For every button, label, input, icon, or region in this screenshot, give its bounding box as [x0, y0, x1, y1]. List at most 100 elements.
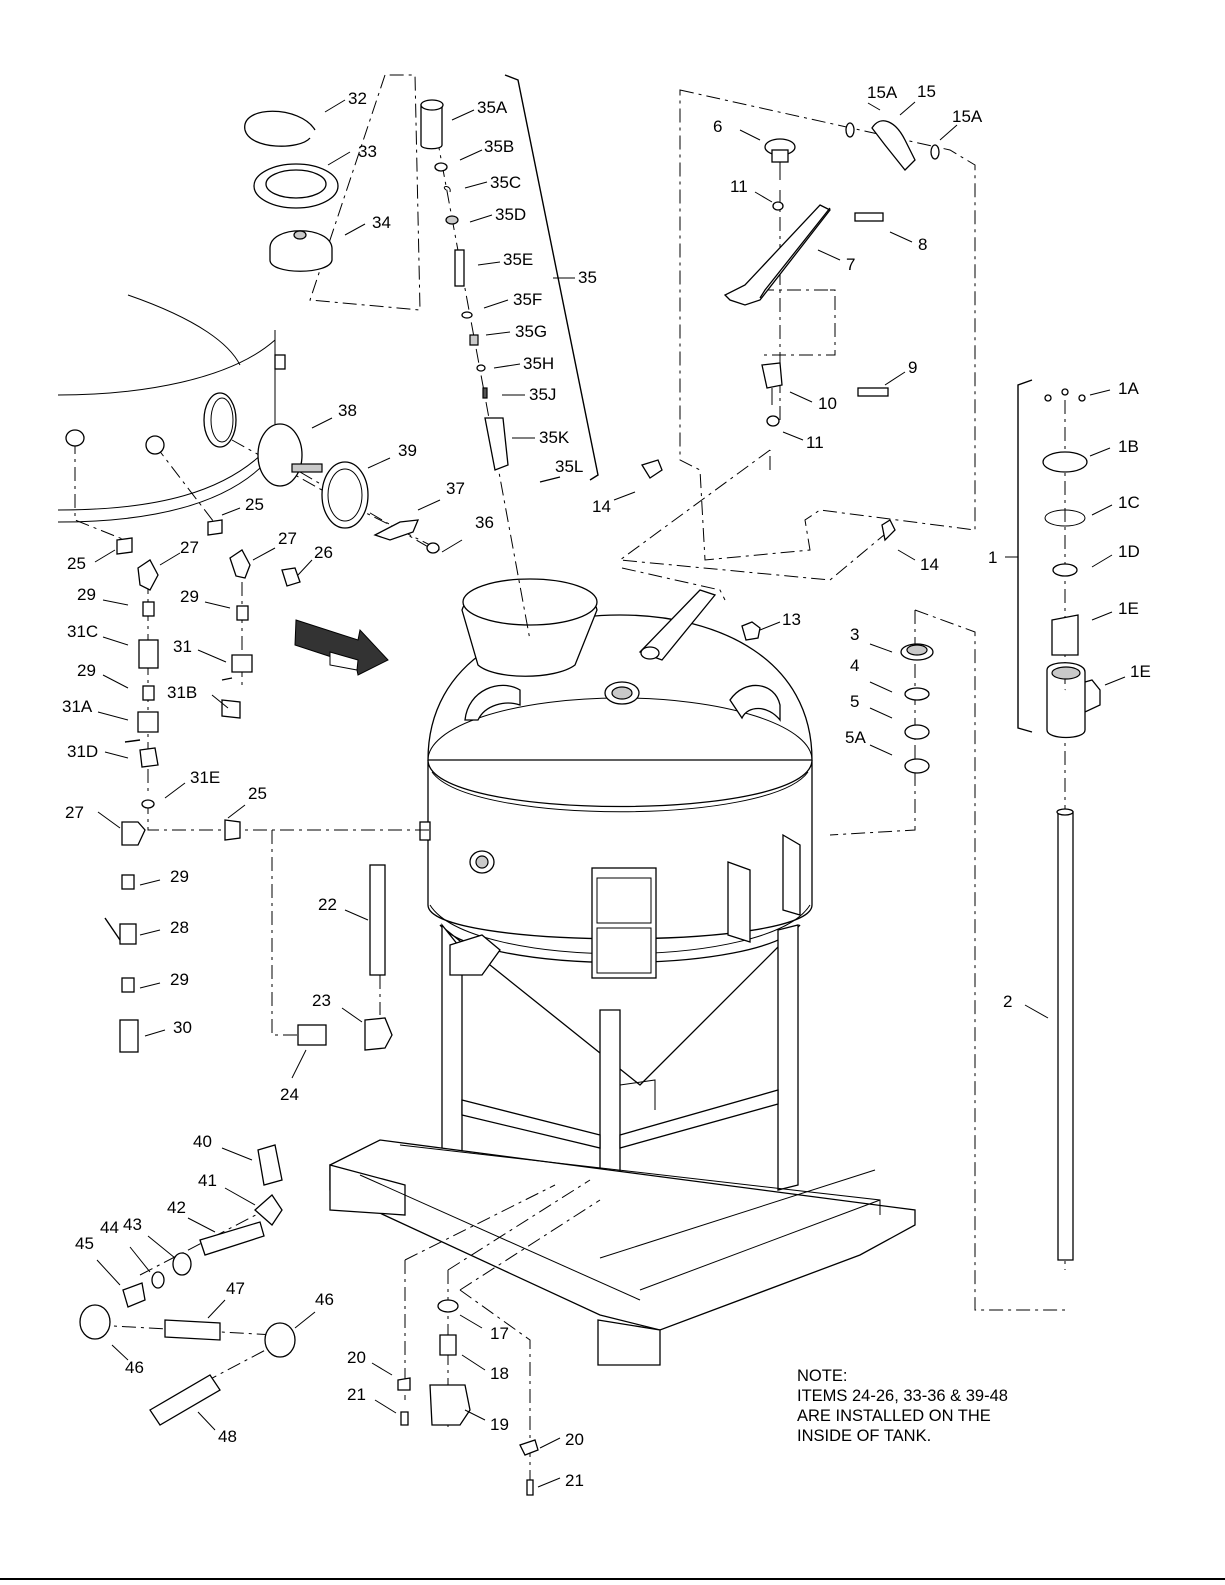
part-28-30 — [104, 874, 139, 1053]
callout-14-right: 14 — [920, 555, 939, 574]
callout-35E: 35E — [503, 250, 533, 269]
callout-40: 40 — [193, 1132, 212, 1151]
tank-body — [419, 578, 813, 1110]
callout-29-d: 29 — [170, 867, 189, 886]
callout-35F: 35F — [513, 290, 542, 309]
callout-1D: 1D — [1118, 542, 1140, 561]
callout-1E-lower: 1E — [1130, 662, 1151, 681]
callout-30: 30 — [173, 1018, 192, 1037]
callout-29-a: 29 — [77, 585, 96, 604]
callout-25-a: 25 — [245, 495, 264, 514]
callout-36: 36 — [475, 513, 494, 532]
callout-35L: 35L — [555, 457, 583, 476]
part-34-disk — [269, 230, 333, 272]
part-15-handle — [845, 120, 940, 171]
callout-8: 8 — [918, 235, 927, 254]
callout-21-left: 21 — [347, 1385, 366, 1404]
tank-stand — [329, 923, 916, 1366]
part-14-pins — [641, 459, 896, 542]
note-line: ITEMS 24-26, 33-36 & 39-48 — [797, 1387, 1008, 1405]
callout-35D: 35D — [495, 205, 526, 224]
installation-note: NOTE: ITEMS 24-26, 33-36 & 39-48 ARE INS… — [797, 1366, 1057, 1446]
callout-28: 28 — [170, 918, 189, 937]
callout-44: 44 — [100, 1218, 119, 1237]
callout-1A: 1A — [1118, 379, 1139, 398]
callout-22: 22 — [318, 895, 337, 914]
callout-35C: 35C — [490, 173, 521, 192]
callout-46-left: 46 — [125, 1358, 144, 1377]
part-10-clevis — [761, 362, 783, 405]
callout-31: 31 — [173, 637, 192, 656]
callout-31A: 31A — [62, 697, 93, 716]
part-2-pipe — [1056, 808, 1074, 1261]
callout-13: 13 — [782, 610, 801, 629]
callout-29-b: 29 — [180, 587, 199, 606]
callout-4: 4 — [850, 656, 859, 675]
part-9-pin — [857, 387, 889, 397]
callout-35K: 35K — [539, 428, 570, 447]
note-line: INSIDE OF TANK. — [797, 1427, 932, 1445]
page-bottom-rule — [0, 1578, 1225, 1580]
callout-26: 26 — [314, 543, 333, 562]
callout-31B: 31B — [167, 683, 197, 702]
tank-detail-view — [57, 294, 286, 523]
callout-38: 38 — [338, 401, 357, 420]
callout-6: 6 — [713, 117, 722, 136]
callout-27-a: 27 — [180, 538, 199, 557]
callout-34: 34 — [372, 213, 391, 232]
part-11-nuts — [766, 201, 784, 427]
callout-1: 1 — [988, 548, 997, 567]
callout-39: 39 — [398, 441, 417, 460]
callout-1B: 1B — [1118, 437, 1139, 456]
callout-18: 18 — [490, 1364, 509, 1383]
note-line: ARE INSTALLED ON THE — [797, 1407, 991, 1425]
callout-23: 23 — [312, 991, 331, 1010]
callout-27-c: 27 — [65, 803, 84, 822]
callout-15A-right: 15A — [952, 107, 983, 126]
part-25-27-horizontal — [121, 819, 241, 846]
callout-29-c: 29 — [77, 661, 96, 680]
callout-45: 45 — [75, 1234, 94, 1253]
callout-19: 19 — [490, 1415, 509, 1434]
callout-5A: 5A — [845, 728, 866, 747]
callout-35G: 35G — [515, 322, 547, 341]
part-1-assembly — [1042, 388, 1101, 739]
callout-48: 48 — [218, 1427, 237, 1446]
part-8-pin — [854, 212, 884, 222]
part-22-24 — [297, 864, 393, 1051]
callout-35B: 35B — [484, 137, 514, 156]
callout-15: 15 — [917, 82, 936, 101]
part-38-39-plates — [257, 423, 369, 529]
callout-11-top: 11 — [730, 177, 748, 196]
callout-32: 32 — [348, 89, 367, 108]
part-32-ring — [244, 110, 316, 147]
callout-15A-left: 15A — [867, 83, 898, 102]
callout-27-b: 27 — [278, 529, 297, 548]
callout-46-right: 46 — [315, 1290, 334, 1309]
callout-3: 3 — [850, 625, 859, 644]
note-heading: NOTE: — [797, 1367, 848, 1385]
callout-7: 7 — [846, 255, 855, 274]
callout-35J: 35J — [529, 385, 556, 404]
part-29-31-valves — [124, 601, 253, 809]
part-40-48-fittings — [79, 1144, 296, 1426]
callout-35H: 35H — [523, 354, 554, 373]
callout-5: 5 — [850, 692, 859, 711]
callout-1C: 1C — [1118, 493, 1140, 512]
callout-17: 17 — [490, 1324, 509, 1343]
bracket-1 — [1017, 379, 1033, 733]
part-25-27-fittings — [116, 519, 301, 591]
callout-25-b: 25 — [67, 554, 86, 573]
callout-35A: 35A — [477, 98, 508, 117]
callout-31E: 31E — [190, 768, 220, 787]
part-3-5A-fittings — [900, 643, 934, 774]
callout-29-e: 29 — [170, 970, 189, 989]
callout-47: 47 — [226, 1279, 245, 1298]
callout-20-right: 20 — [565, 1430, 584, 1449]
leader-lines — [94, 99, 1126, 1488]
callout-25-c: 25 — [248, 784, 267, 803]
part-33-gasket — [253, 163, 339, 209]
callout-42: 42 — [167, 1198, 186, 1217]
callout-20-left: 20 — [347, 1348, 366, 1367]
